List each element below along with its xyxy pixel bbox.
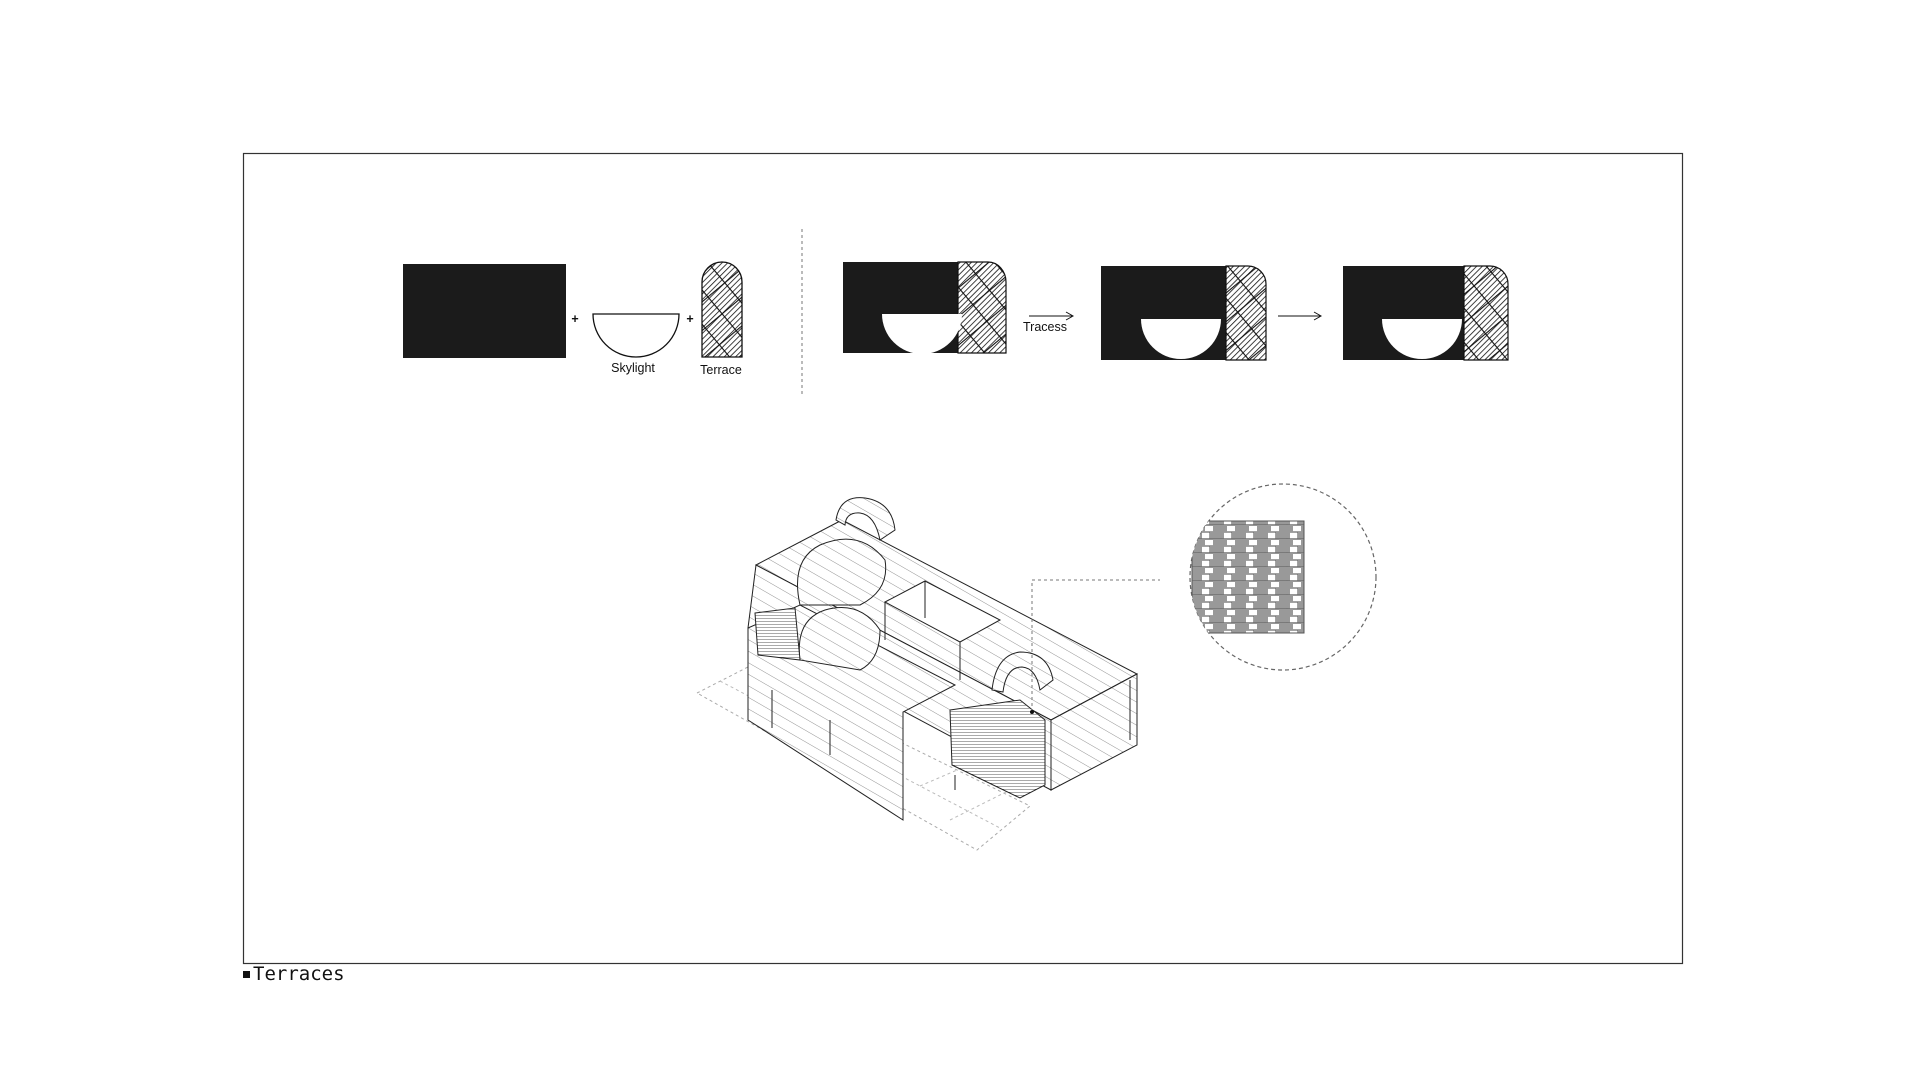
figure-caption: Terraces [243,963,345,985]
terrace-label: Terrace [700,363,742,377]
arch-right [991,651,1054,693]
dome-upper [797,538,887,606]
arch-top [835,497,896,541]
terrace-bay [949,699,1046,799]
volume-block [403,264,566,358]
tracess-label: Tracess [1023,320,1067,334]
skylight-label: Skylight [611,361,655,375]
terrace-shape [701,261,743,358]
composition-left: + Skylight + Terrace [403,261,743,377]
end-face [1050,673,1138,791]
detail-bubble [1189,483,1377,671]
axonometric-building [695,497,1160,851]
arrow-2 [1278,311,1323,321]
brick-pattern [1191,520,1305,634]
combination-step-3 [1343,265,1509,361]
plus-sign-2: + [686,312,693,326]
caption-text: Terraces [253,963,345,985]
caption-bullet [243,971,250,978]
leader-line [1031,579,1160,712]
outer-frame [242,152,1684,965]
courtyard [883,580,1002,643]
combination-step-1 [843,261,1007,354]
plus-sign-1: + [571,312,578,326]
dome-middle [798,607,881,671]
skylight-shape [592,313,680,358]
arrow-1 [1029,311,1075,321]
combination-step-2 [1101,265,1267,361]
terrace-screen-left [754,607,801,661]
